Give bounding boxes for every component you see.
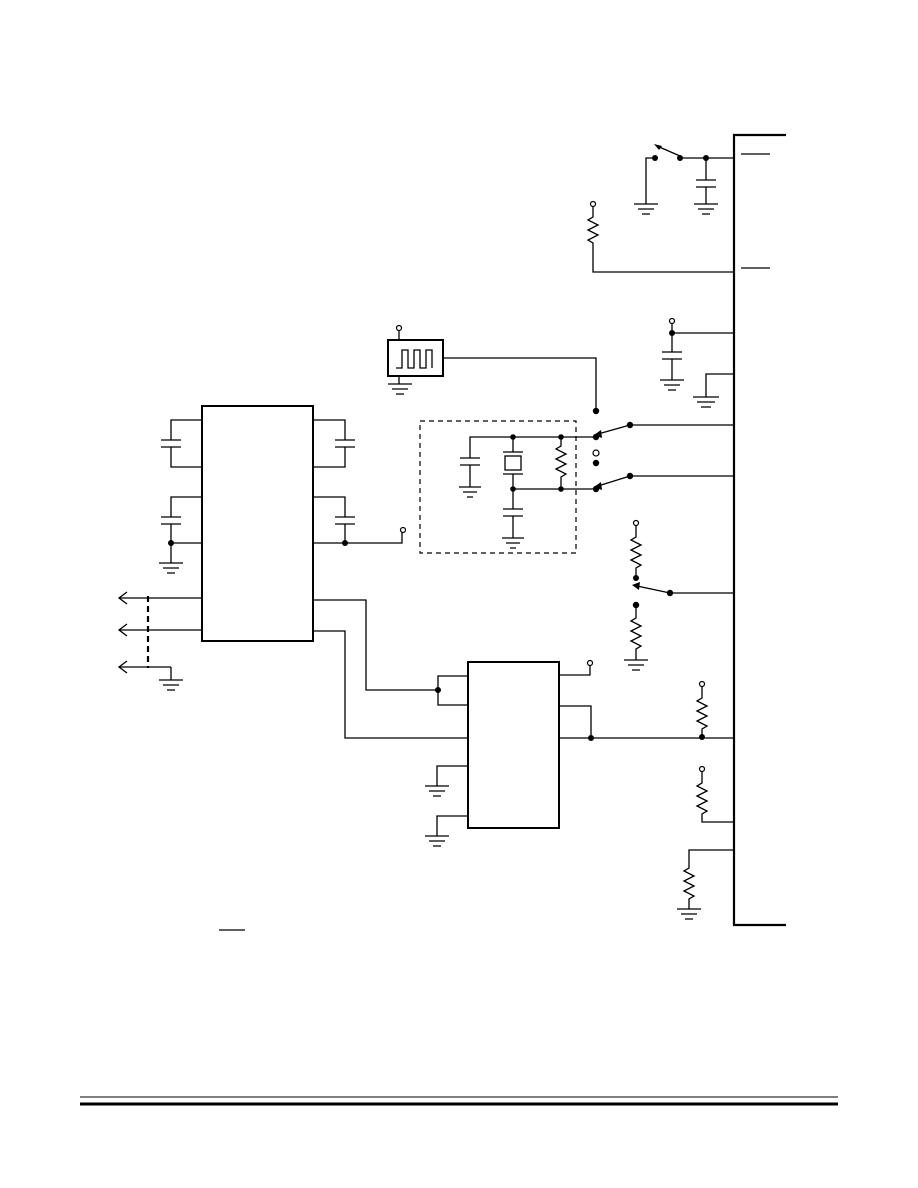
clock-select — [592, 421, 734, 493]
connector-header — [732, 133, 786, 927]
ground-icon — [634, 203, 658, 215]
ground-icon — [660, 379, 684, 391]
ground-icon — [425, 835, 449, 847]
footer-rule — [80, 1096, 838, 1106]
ground-icon — [159, 679, 183, 691]
ground-icon — [388, 383, 412, 395]
pullup-resistors-lower — [677, 680, 734, 920]
crystal-icon — [503, 437, 523, 489]
buffer-ic — [313, 599, 734, 847]
switch-icon — [656, 145, 681, 157]
ic-icon — [467, 661, 560, 829]
potentiometer-icon — [636, 585, 671, 594]
supply-decoupling — [660, 317, 734, 408]
crystal-circuit — [419, 420, 596, 554]
ground-icon — [502, 537, 524, 549]
ic-icon — [201, 405, 314, 642]
ground-icon — [694, 203, 718, 215]
pullup-resistor — [586, 200, 734, 273]
oscillator-box — [387, 339, 444, 377]
potentiometer — [624, 519, 734, 671]
line-driver-ic — [117, 405, 407, 691]
ground-icon — [425, 785, 449, 797]
ground-icon — [459, 486, 481, 498]
oscillator — [387, 324, 600, 415]
reset-switch-circuit — [634, 144, 734, 215]
ground-icon — [693, 396, 719, 408]
square-wave-icon — [396, 349, 433, 369]
ground-icon — [677, 908, 701, 920]
ground-icon — [624, 659, 648, 671]
ground-icon — [159, 562, 183, 574]
